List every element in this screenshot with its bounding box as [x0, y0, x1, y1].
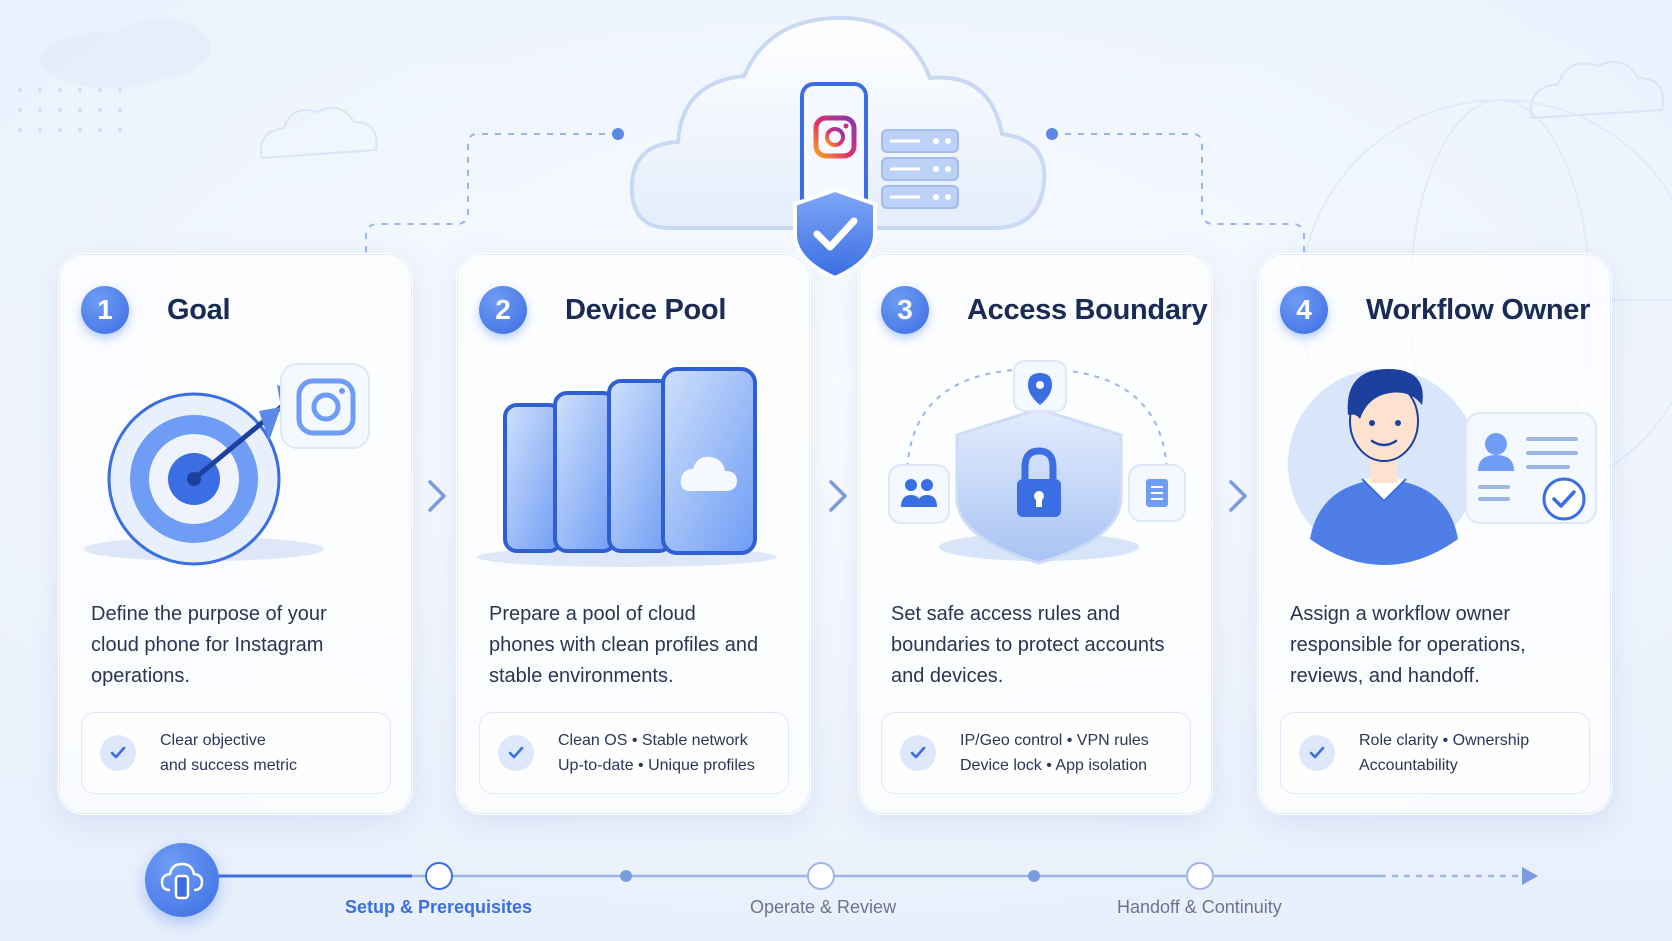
step-checklist-chip: IP/Geo control • VPN rules Device lock •…	[881, 712, 1191, 794]
step-title: Workflow Owner	[1366, 293, 1591, 326]
check-icon	[498, 735, 534, 771]
step-title: Goal	[167, 293, 231, 326]
timeline-phase-label: Setup & Prerequisites	[345, 897, 533, 917]
step-number: 2	[479, 286, 527, 334]
timeline-track	[215, 867, 1538, 885]
chevron-right-icon	[1229, 480, 1247, 512]
person-id-card-icon	[1288, 369, 1597, 565]
step-number: 1	[81, 286, 129, 334]
step-title: Access Boundary	[967, 293, 1208, 326]
phone-stack-cloud-icon	[477, 367, 777, 567]
timeline-phase-label: Handoff & Continuity	[1117, 897, 1282, 917]
step-checklist-chip: Clean OS • Stable network Up-to-date • U…	[479, 712, 789, 794]
step-description: Prepare a pool of cloud phones with clea…	[489, 603, 759, 687]
step-description: Define the purpose of your cloud phone f…	[91, 603, 327, 687]
timeline-dot	[620, 870, 632, 882]
step-description: Set safe access rules and boundaries to …	[891, 603, 1165, 687]
step-card-goal: 1 Goal Define the purpose of your cloud …	[58, 253, 413, 815]
step-number: 3	[881, 286, 929, 334]
check-icon	[900, 735, 936, 771]
step-card-device-pool: 2 Device Pool Prepare a pool of cloud ph…	[456, 253, 811, 815]
check-icon	[1299, 735, 1335, 771]
cloud-phone-icon	[145, 843, 219, 917]
step-card-access-boundary: 3 Access Boundary Set safe access rules …	[858, 253, 1213, 815]
step-description: Assign a workflow owner responsible for …	[1290, 603, 1526, 687]
shield-lock-icon	[888, 360, 1186, 565]
timeline-phase-marker	[807, 862, 835, 890]
check-icon	[100, 735, 136, 771]
cloud-phone-instagram-shield-icon	[630, 15, 1047, 278]
chevron-right-icon	[428, 480, 446, 512]
step-title: Device Pool	[565, 293, 727, 326]
chevron-right-icon	[829, 480, 847, 512]
step-card-workflow-owner: 4 Workflow Owner Assign a workflow owner…	[1257, 253, 1612, 815]
step-checklist-chip: Role clarity • Ownership Accountability	[1280, 712, 1590, 794]
timeline-phase-label: Operate & Review	[750, 897, 897, 917]
timeline-phase-marker	[425, 862, 453, 890]
timeline-dot	[1028, 870, 1040, 882]
step-number: 4	[1280, 286, 1328, 334]
target-arrow-instagram-icon	[84, 363, 370, 566]
step-checklist-chip: Clear objective and success metric	[81, 712, 391, 794]
timeline-phase-marker	[1186, 862, 1214, 890]
